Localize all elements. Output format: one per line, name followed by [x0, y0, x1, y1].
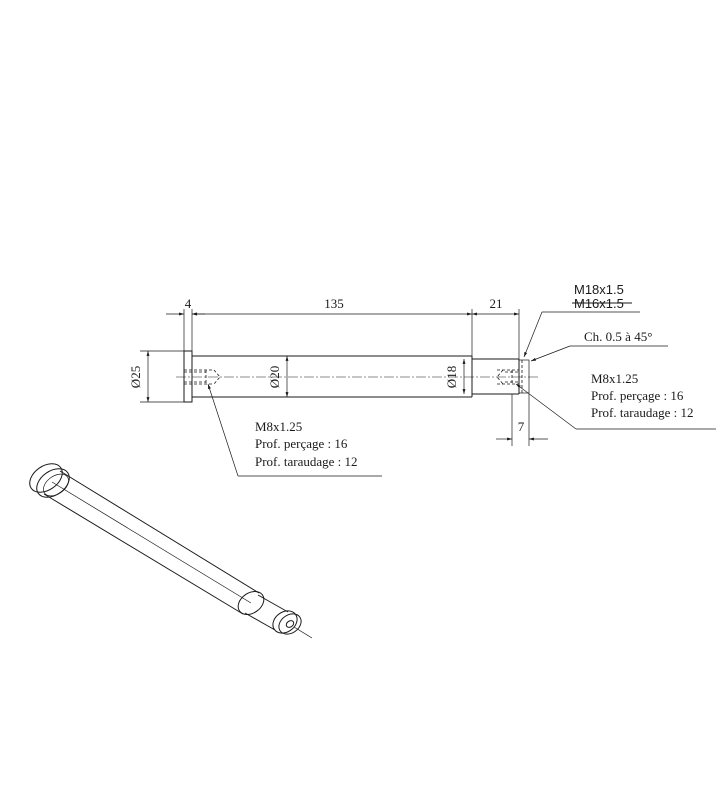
annotations: M18x1.5 M16x1.5 Ch. 0.5 à 45° M8x1.25 Pr… — [207, 282, 716, 477]
dim-body-length: 135 — [324, 296, 344, 311]
iso-body-top — [59, 470, 260, 594]
dim-flange-thickness: 4 — [185, 296, 192, 311]
dim-chamfer-depth: 7 — [518, 419, 525, 434]
left-hole-drill-depth: Prof. perçage : 16 — [255, 436, 348, 451]
dim-end-length: 21 — [490, 296, 503, 311]
right-hole-tap-depth: Prof. taraudage : 12 — [591, 405, 694, 420]
dim-dia-end: Ø18 — [444, 366, 459, 388]
isometric-view — [29, 463, 313, 639]
iso-body-bottom — [43, 493, 244, 615]
left-hole-tap-depth: Prof. taraudage : 12 — [255, 454, 358, 469]
dimensions: 4 135 21 Ø25 Ø20 Ø18 7 — [128, 296, 548, 446]
right-hole-thread: M8x1.25 — [591, 371, 638, 386]
iso-shoulder — [237, 591, 265, 615]
thread-leader — [523, 311, 543, 358]
left-hole-leader — [207, 383, 239, 477]
front-view — [176, 350, 540, 403]
right-hole-leader — [515, 383, 577, 430]
thread-end-label: M18x1.5 — [574, 282, 624, 297]
right-hole-drill-depth: Prof. perçage : 16 — [591, 388, 684, 403]
right-tapped-hole — [496, 369, 519, 385]
dim-dia-flange: Ø25 — [128, 366, 143, 388]
dim-dia-body: Ø20 — [267, 366, 282, 388]
left-hole-thread: M8x1.25 — [255, 419, 302, 434]
iso-tapped-hole — [285, 620, 295, 628]
iso-flange-face — [29, 463, 63, 493]
chamfer-leader — [530, 345, 571, 362]
flange-outline — [183, 350, 193, 403]
end-thread-zone — [518, 359, 530, 394]
chamfer-note: Ch. 0.5 à 45° — [584, 329, 652, 344]
iso-end-face — [278, 613, 302, 635]
